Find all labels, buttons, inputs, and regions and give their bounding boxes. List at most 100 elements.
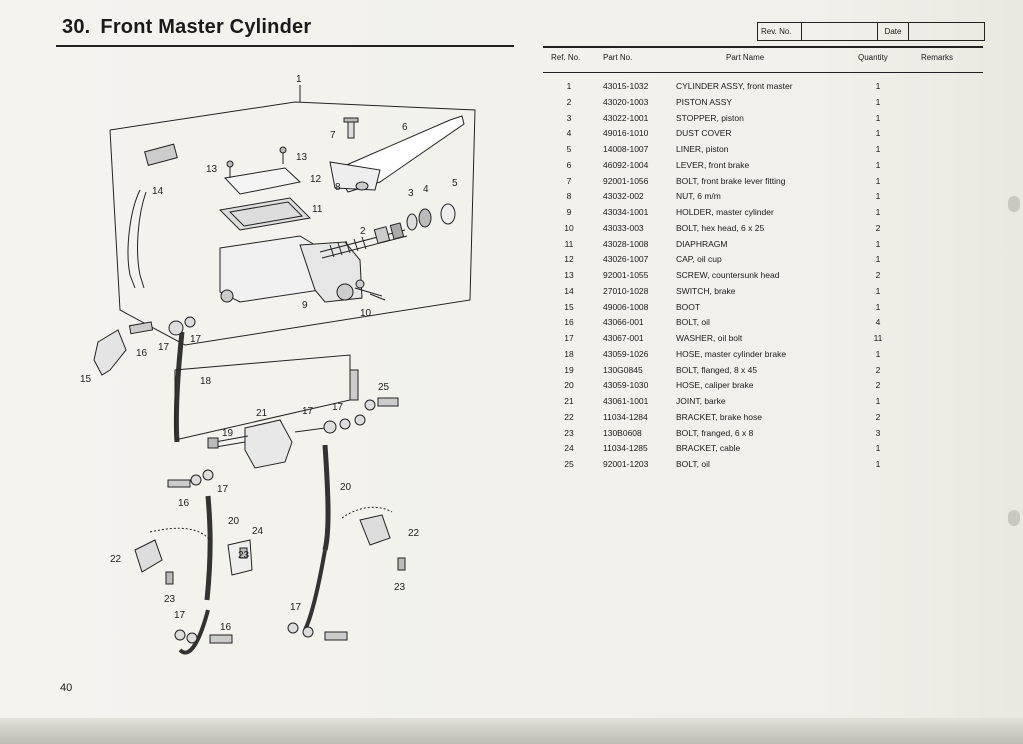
svg-text:17: 17 [190, 334, 202, 345]
part-name-cell: HOSE, master cylinder brake [676, 348, 787, 359]
svg-text:22: 22 [408, 528, 420, 539]
part-no-cell: 27010-1028 [603, 285, 649, 296]
svg-text:14: 14 [152, 186, 164, 197]
quantity-cell: 1 [875, 348, 881, 359]
part-no-cell: 43028-1008 [603, 238, 649, 249]
svg-text:16: 16 [220, 622, 232, 633]
part-no-cell: 43033-003 [603, 222, 644, 233]
date-value [909, 23, 984, 40]
quantity-cell: 1 [875, 301, 881, 312]
part-no-cell: 11034-1284 [603, 411, 648, 422]
svg-text:13: 13 [296, 152, 308, 163]
part-no-cell: 43020-1003 [603, 96, 649, 107]
part-no-cell: 14008-1007 [603, 144, 649, 154]
brake-joint [244, 419, 293, 469]
ref-no-cell: 22 [564, 411, 574, 422]
quantity-cell: 1 [875, 238, 881, 249]
svg-text:25: 25 [378, 382, 390, 393]
quantity-cell: 1 [875, 396, 881, 406]
svg-text:20: 20 [228, 516, 240, 527]
ref-no-cell: 13 [564, 270, 574, 280]
ref-no-cell: 23 [564, 427, 574, 438]
part-name-cell: WASHER, oil bolt [676, 333, 743, 343]
part-name-cell: DUST COVER [676, 128, 732, 139]
part-name-cell: SWITCH, brake [676, 285, 736, 296]
svg-text:17: 17 [174, 610, 186, 621]
quantity-cell: 2 [875, 411, 881, 422]
col-ref-no: Ref. No. [551, 53, 581, 62]
part-name-cell: LEVER, front brake [676, 159, 750, 170]
svg-text:20: 20 [340, 482, 352, 493]
part-no-cell: 130B0608 [603, 427, 642, 438]
quantity-cell: 2 [875, 222, 881, 233]
svg-text:7: 7 [330, 130, 336, 141]
svg-text:3: 3 [408, 188, 414, 199]
quantity-cell: 1 [875, 81, 881, 91]
part-no-cell: 43022-1001 [603, 112, 649, 123]
svg-text:2: 2 [360, 226, 366, 237]
ref-no-cell: 20 [564, 380, 574, 391]
ref-no-cell: 3 [566, 112, 572, 123]
svg-text:11: 11 [312, 204, 323, 215]
part-no-cell: 43032-002 [603, 191, 644, 202]
svg-text:6: 6 [402, 122, 408, 133]
ref-no-cell: 15 [564, 301, 574, 312]
part-name-cell: BOLT, oil [676, 317, 710, 328]
ref-no-cell: 24 [564, 443, 574, 454]
svg-text:15: 15 [80, 374, 92, 385]
ref-no-cell: 12 [564, 254, 574, 265]
lower-frame [174, 354, 351, 441]
quantity-cell: 1 [875, 207, 881, 217]
part-name-cell: NUT, 6 m/m [676, 191, 721, 202]
part-no-cell: 43059-1026 [603, 348, 649, 359]
part-no-cell: 43067-001 [603, 333, 644, 343]
quantity-cell: 1 [875, 159, 881, 170]
title-underline [56, 45, 514, 47]
boot [93, 329, 127, 376]
ref-no-cell: 21 [564, 396, 574, 406]
rev-no-value [802, 23, 878, 40]
quantity-cell: 1 [875, 443, 881, 454]
quantity-cell: 1 [875, 112, 881, 123]
ref-no-cell: 2 [566, 96, 572, 107]
table-header-rule [543, 72, 983, 73]
part-name-cell: STOPPER, piston [676, 112, 744, 123]
ref-no-cell: 1 [566, 81, 572, 91]
quantity-cell: 1 [875, 254, 881, 265]
caliper-hose-left [204, 495, 213, 601]
brake-switch [144, 143, 178, 166]
svg-text:17: 17 [302, 406, 314, 417]
svg-text:12: 12 [310, 174, 322, 185]
part-no-cell: 49006-1008 [603, 301, 649, 312]
col-part-no: Part No. [603, 53, 633, 62]
part-name-cell: LINER, piston [676, 144, 729, 154]
part-name-cell: CYLINDER ASSY, front master [676, 81, 793, 91]
exploded-parts-diagram: 1 2 3 4 5 6 7 8 9 10 11 12 13 13 14 15 1… [80, 74, 476, 655]
svg-text:17: 17 [290, 602, 302, 613]
ref-no-cell: 19 [564, 364, 574, 375]
part-no-cell: 130G0845 [603, 364, 643, 375]
part-name-cell: BOLT, front brake lever fitting [676, 175, 786, 186]
table-header: Ref. No. Part No. Part Name Quantity Rem… [543, 53, 983, 67]
svg-text:17: 17 [217, 484, 229, 495]
part-name-cell: BRACKET, cable [676, 443, 741, 454]
part-name-cell: BOLT, franged, 6 x 8 [676, 427, 754, 438]
part-name-cell: BOLT, flanged, 8 x 45 [676, 364, 758, 375]
ref-no-cell: 25 [564, 459, 574, 469]
part-name-cell: HOSE, caliper brake [676, 380, 754, 391]
quantity-cell: 1 [875, 128, 881, 139]
ref-no-cell: 9 [566, 207, 572, 217]
quantity-cell: 1 [875, 459, 881, 469]
